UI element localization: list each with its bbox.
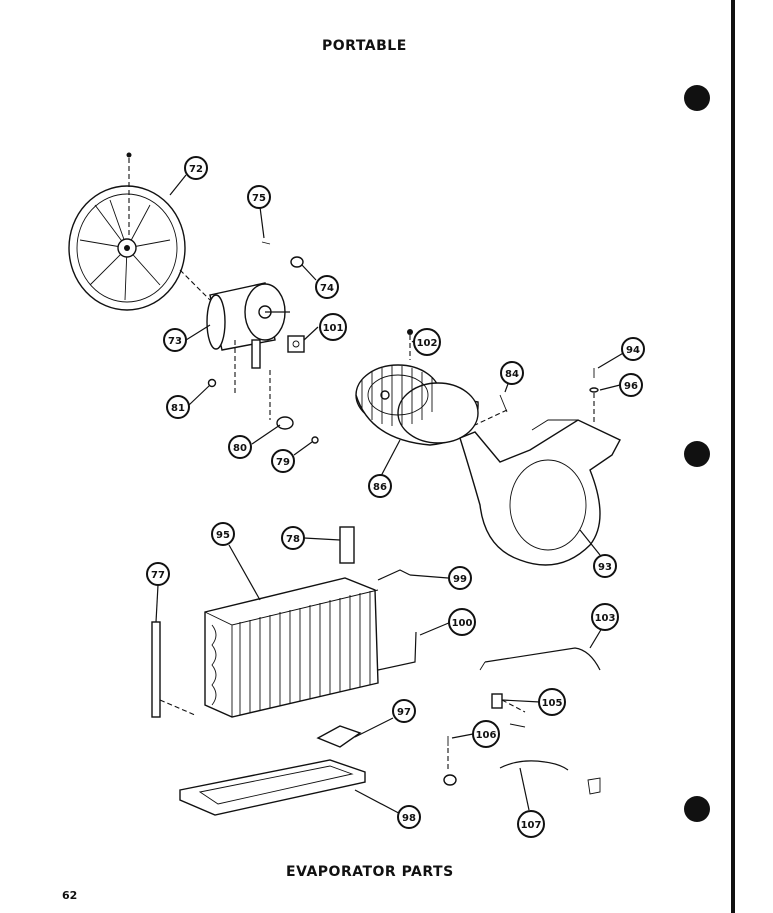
binder-hole-middle: [684, 441, 710, 467]
binder-hole-bottom: [684, 796, 710, 822]
svg-text:106: 106: [476, 730, 497, 741]
svg-text:77: 77: [151, 570, 165, 581]
svg-text:105: 105: [542, 698, 563, 709]
svg-text:84: 84: [505, 369, 519, 380]
callout-106: 106: [472, 720, 500, 748]
fan-blade-part: [68, 152, 186, 311]
svg-text:75: 75: [252, 193, 266, 204]
svg-text:72: 72: [189, 164, 203, 175]
callout-96: 96: [619, 373, 643, 397]
callout-94-top: 94: [621, 337, 645, 361]
svg-text:79: 79: [276, 457, 290, 468]
svg-text:107: 107: [521, 820, 542, 831]
svg-text:96: 96: [624, 381, 638, 392]
svg-text:98: 98: [402, 813, 416, 824]
svg-text:80: 80: [233, 443, 247, 454]
drain-pan-part: [179, 725, 366, 816]
callout-100: 100: [448, 608, 476, 636]
blower-wheel-part: [355, 364, 479, 446]
right-hardware-parts: [443, 647, 601, 795]
binder-hole-top: [684, 85, 710, 111]
svg-text:99: 99: [453, 574, 467, 585]
svg-text:94: 94: [626, 345, 640, 356]
svg-text:73: 73: [168, 336, 182, 347]
svg-text:97: 97: [397, 707, 411, 718]
callout-102: 102: [413, 328, 441, 356]
page-edge-bar: [731, 0, 735, 913]
leader-lines: [155, 174, 626, 819]
svg-text:78: 78: [286, 534, 300, 545]
callout-75: 75: [247, 185, 271, 209]
callout-86: 86: [368, 474, 392, 498]
callout-72: 72: [184, 156, 208, 180]
svg-text:74: 74: [320, 283, 334, 294]
callout-77: 77: [146, 562, 170, 586]
callout-78: 78: [281, 526, 305, 550]
svg-text:81: 81: [171, 403, 185, 414]
callout-93: 93: [593, 554, 617, 578]
figure-caption: EVAPORATOR PARTS: [286, 864, 454, 880]
evaporator-coil-part: [151, 526, 417, 718]
callout-79: 79: [271, 449, 295, 473]
callout-98: 98: [397, 805, 421, 829]
callout-97: 97: [392, 699, 416, 723]
callout-80: 80: [228, 435, 252, 459]
svg-text:102: 102: [417, 338, 438, 349]
callout-81: 81: [166, 395, 190, 419]
page-number: 62: [62, 889, 78, 902]
scroll-housing-part: [459, 419, 621, 566]
motor-part: [179, 269, 290, 420]
callout-84: 84: [500, 361, 524, 385]
callout-105: 105: [538, 688, 566, 716]
svg-text:86: 86: [373, 482, 387, 493]
hardware-parts: [207, 241, 599, 444]
page-title: PORTABLE: [322, 38, 407, 54]
svg-text:93: 93: [598, 562, 612, 573]
callout-95: 95: [211, 522, 235, 546]
svg-text:100: 100: [452, 618, 473, 629]
svg-text:95: 95: [216, 530, 230, 541]
callout-73: 73: [163, 328, 187, 352]
callout-107: 107: [517, 810, 545, 838]
callout-74: 74: [315, 275, 339, 299]
callout-101: 101: [319, 313, 347, 341]
callout-103: 103: [591, 603, 619, 631]
svg-text:101: 101: [323, 323, 344, 334]
callout-99: 99: [448, 566, 472, 590]
svg-text:103: 103: [595, 613, 616, 624]
